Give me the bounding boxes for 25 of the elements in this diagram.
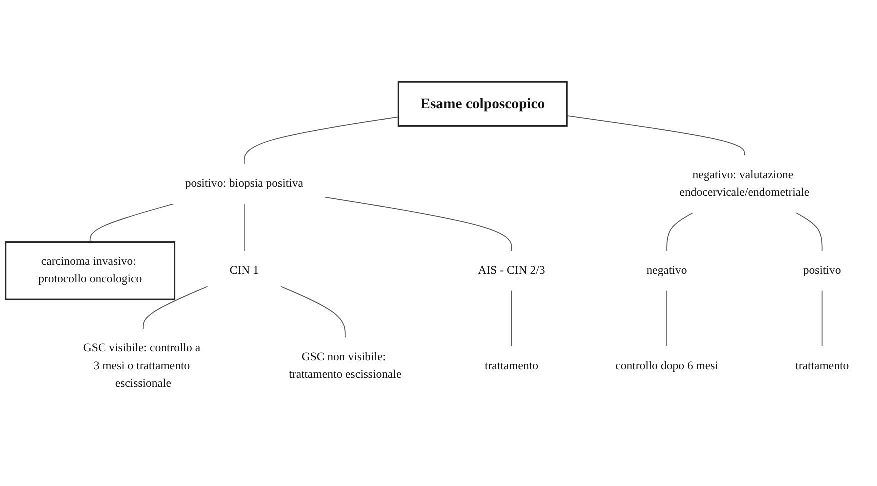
node-box: carcinoma invasivo: protocollo oncologico bbox=[5, 242, 176, 300]
connector bbox=[90, 204, 174, 243]
connector bbox=[143, 286, 208, 330]
node-text: positivo: biopsia positiva bbox=[185, 178, 304, 190]
connector bbox=[280, 286, 346, 338]
node-text: CIN 1 bbox=[230, 264, 259, 277]
connector bbox=[666, 212, 694, 252]
node-box: Esame colposcopico bbox=[398, 81, 568, 127]
node-text: GSC visibile: controllo a 3 mesi o trattamento escissionale bbox=[83, 342, 201, 390]
node-text: AIS - CIN 2/3 bbox=[478, 264, 546, 277]
node-text: negativo: valutazione endocervicale/endometriale bbox=[680, 168, 810, 199]
node-text: negativo bbox=[646, 264, 688, 277]
connector bbox=[566, 116, 746, 156]
connector bbox=[666, 290, 668, 347]
connector bbox=[796, 212, 823, 252]
connector bbox=[511, 290, 512, 347]
node-text: GSC non visibile: trattamento escissionale bbox=[289, 350, 402, 382]
connector bbox=[244, 116, 400, 165]
connector bbox=[244, 204, 245, 252]
node-text: positivo bbox=[803, 264, 842, 277]
node-text: trattamento bbox=[796, 360, 850, 372]
connector bbox=[822, 290, 823, 347]
connector bbox=[325, 196, 512, 252]
node-text: trattamento bbox=[484, 360, 539, 372]
node-text: controllo dopo 6 mesi bbox=[616, 360, 718, 372]
